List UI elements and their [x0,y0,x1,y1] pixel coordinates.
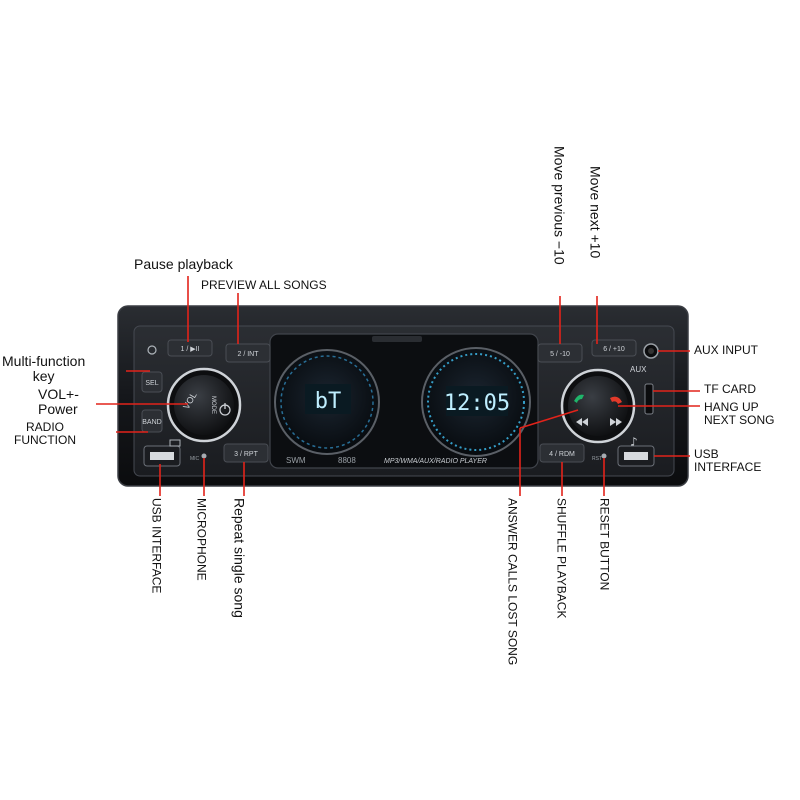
power-icon [219,403,231,416]
callout-multi-function: Multi-function key [2,353,86,384]
svg-text:5 / -10: 5 / -10 [550,351,570,358]
tf-card-slot[interactable] [644,383,654,415]
callout-aux-input: AUX INPUT [694,343,759,357]
svg-text:BAND: BAND [142,419,161,426]
callout-vol-power: VOL+- Power [38,386,79,417]
callout-shuffle-playback: SHUFFLE PLAYBACK [554,498,569,619]
callout-radio-function: RADIO FUNCTION [14,420,76,447]
callout-usb-interface-right: USB INTERFACE [694,447,762,474]
callout-pause-playback: Pause playback [134,256,233,272]
button-2-int[interactable]: 2 / INT [225,343,271,363]
callout-move-next: Move next +10 [587,166,604,259]
callout-answer-calls-lost-song: ANSWER CALLS LOST SONG [505,498,520,666]
usb-port-left[interactable] [143,445,181,467]
callout-reset-button: RESET BUTTON [597,498,612,591]
usb-port-right[interactable] [617,445,655,467]
band-button[interactable]: BAND [141,409,163,433]
callout-tf-card: TF CARD [704,382,756,396]
previous-track-icon [576,418,588,426]
svg-text:RST: RST [592,456,602,462]
volume-power-knob[interactable]: VOL MODE [166,367,242,443]
callout-hang-up-next-song: HANG UP NEXT SONG [704,400,775,427]
button-6-plus10[interactable]: 6 / +10 [591,339,637,357]
sel-button[interactable]: SEL [141,371,163,393]
button-5-minus10[interactable]: 5 / -10 [537,343,583,363]
music-note-icon: ♪ [630,435,638,449]
svg-text:1 / ▶II: 1 / ▶II [180,346,199,353]
callout-microphone: MICROPHONE [194,498,209,581]
callout-usb-interface-left: USB INTERFACE [149,498,164,594]
aux-label: AUX [630,365,647,374]
model-label: 8808 [338,456,356,465]
callout-move-previous: Move previous −10 [551,146,568,265]
display-right-text: 12:05 [444,391,510,416]
svg-text:4 / RDM: 4 / RDM [549,451,575,458]
svg-text:2 / INT: 2 / INT [237,351,259,358]
svg-text:6 / +10: 6 / +10 [603,346,625,353]
phone-track-knob[interactable] [560,368,636,444]
callout-lines [96,276,700,496]
phone-hangup-icon [610,396,622,404]
aux-jack[interactable] [643,343,659,359]
callout-repeat-single-song: Repeat single song [231,498,248,618]
svg-text:SEL: SEL [145,380,158,387]
bluetooth-icon [147,345,157,355]
reset-button[interactable]: RST [592,453,607,463]
svg-text:3 / RPT: 3 / RPT [234,451,258,458]
phone-answer-icon [574,394,584,403]
button-3-rpt[interactable]: 3 / RPT [223,443,269,463]
microphone-hole: MIC [190,453,207,462]
next-track-icon [610,418,622,426]
button-1-pause[interactable]: 1 / ▶II [167,339,213,357]
button-4-rdm[interactable]: 4 / RDM [539,443,585,463]
callout-preview-all-songs: PREVIEW ALL SONGS [201,278,327,292]
display-left-text: bT [315,389,342,414]
brand-label: SWM [286,456,306,465]
knob-mode-label: MODE [210,396,216,414]
tagline-label: MP3/WMA/AUX/RADIO PLAYER [384,458,487,465]
svg-text:MIC: MIC [190,456,200,462]
